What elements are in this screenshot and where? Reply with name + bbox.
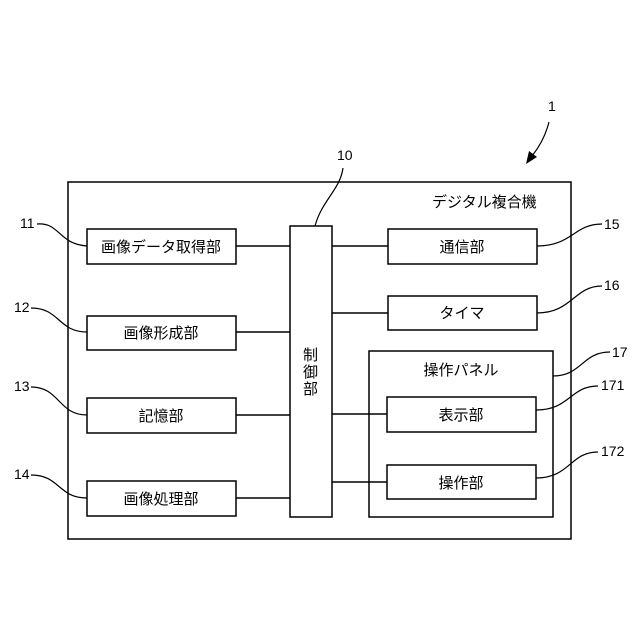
- controller-char-3: 部: [303, 380, 318, 398]
- device-ref-number: 1: [548, 98, 556, 114]
- image-processing-label: 画像処理部: [123, 490, 198, 508]
- storage-label: 記憶部: [138, 407, 183, 425]
- block-16-ref-number: 16: [604, 277, 620, 293]
- block-172-leader-line: [536, 452, 598, 478]
- communication-label: 通信部: [439, 238, 484, 256]
- block-171-ref-number: 171: [601, 377, 625, 393]
- block-13-ref-number: 13: [14, 378, 30, 394]
- panel-leader-line: [553, 352, 610, 376]
- block-13-leader-line: [31, 387, 87, 415]
- controller-char-2: 御: [303, 363, 318, 381]
- block-11-ref-number: 11: [20, 215, 35, 231]
- block-12-leader-line: [31, 308, 87, 332]
- controller-leader-line: [315, 168, 343, 226]
- operation-label: 操作部: [438, 474, 483, 492]
- block-15-leader-line: [537, 224, 602, 246]
- operation-panel-title: 操作パネル: [423, 361, 498, 379]
- display-label: 表示部: [438, 406, 483, 424]
- block-11-leader-line: [37, 224, 87, 246]
- block-12-ref-number: 12: [14, 299, 30, 315]
- timer-label: タイマ: [439, 304, 484, 322]
- block-14-ref-number: 14: [14, 466, 30, 482]
- controller-char-1: 制: [303, 346, 318, 364]
- controller-ref-number: 10: [337, 147, 353, 163]
- panel-ref-number: 17: [612, 344, 628, 360]
- device-leader-arrow: [532, 122, 549, 156]
- block-171-leader-line: [536, 386, 598, 410]
- image-forming-label: 画像形成部: [123, 324, 198, 342]
- block-15-ref-number: 15: [604, 216, 620, 232]
- image-data-acquisition-label: 画像データ取得部: [101, 238, 221, 256]
- device-title: デジタル複合機: [432, 193, 537, 211]
- block-14-leader-line: [31, 475, 87, 498]
- block-16-leader-line: [537, 286, 602, 313]
- block-172-ref-number: 172: [601, 443, 625, 459]
- arrowhead-icon: [526, 151, 537, 164]
